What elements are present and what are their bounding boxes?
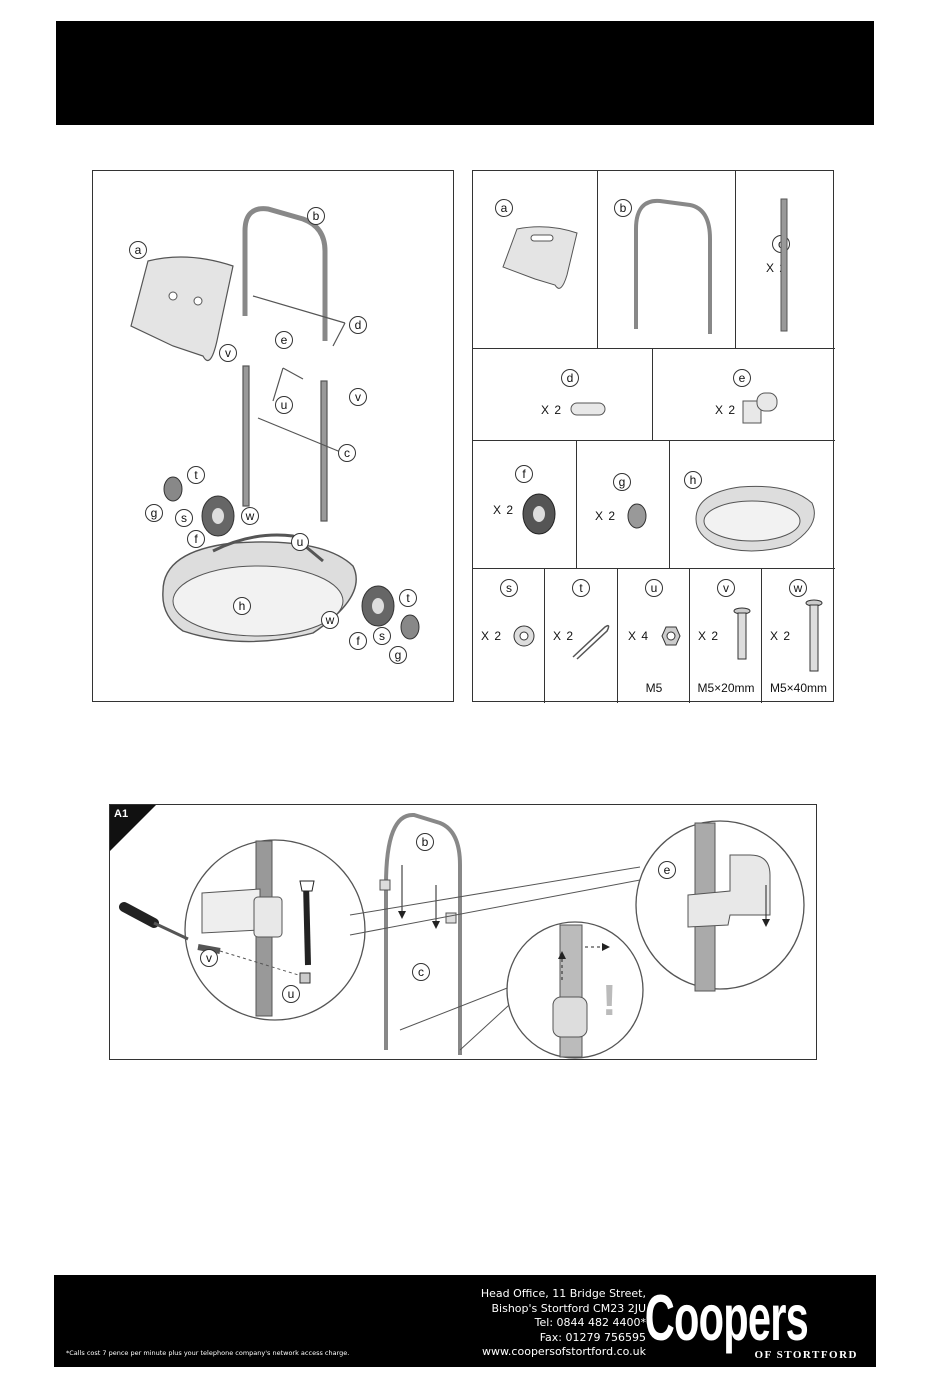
step-label-u: u xyxy=(282,985,300,1003)
pole-icon xyxy=(780,198,788,332)
part-cell-w: w X 2 M5×40mm xyxy=(762,569,835,703)
part-label-t: t xyxy=(572,579,590,597)
overview-label-t2: t xyxy=(399,589,417,607)
overview-label-b: b xyxy=(307,207,325,225)
overview-label-r: f xyxy=(349,632,367,650)
step-a1-panel: A1 ! xyxy=(109,804,817,1060)
step-label-e: e xyxy=(658,861,676,879)
address-line: Bishop's Stortford CM23 2JU xyxy=(491,1301,647,1315)
overview-label-d: d xyxy=(349,316,367,334)
part-label-f: f xyxy=(515,465,533,483)
part-qty-d: X 2 xyxy=(541,403,563,417)
part-size-v: M5×20mm xyxy=(697,681,755,695)
part-label-d: d xyxy=(561,369,579,387)
part-size-w: M5×40mm xyxy=(769,681,828,695)
backrest-shape xyxy=(130,256,234,361)
part-label-w: w xyxy=(789,579,807,597)
part-qty-t: X 2 xyxy=(553,629,575,643)
footer-address: Head Office, 11 Bridge Street, Bishop's … xyxy=(481,1287,646,1360)
handle-icon xyxy=(634,198,712,334)
part-label-h: h xyxy=(684,471,702,489)
call-cost-note: *Calls cost 7 pence per minute plus your… xyxy=(66,1349,350,1357)
wheel-icon xyxy=(522,493,556,535)
website-link[interactable]: www.coopersofstortford.co.uk xyxy=(481,1345,646,1358)
part-cell-h: h xyxy=(670,441,835,569)
step-label-c: c xyxy=(412,963,430,981)
part-label-u: u xyxy=(645,579,663,597)
step-tag: A1 xyxy=(114,808,129,820)
overview-label-f: f xyxy=(187,530,205,548)
step-tab xyxy=(110,805,156,851)
fax-line: Fax: 01279 756595 xyxy=(539,1330,646,1344)
washer-icon xyxy=(513,625,535,647)
nut-icon xyxy=(661,626,681,646)
part-cell-d: d X 2 xyxy=(473,349,653,441)
overview-label-w: w xyxy=(241,507,259,525)
overview-label-g2: g xyxy=(389,646,407,664)
header-bar xyxy=(56,21,874,125)
footer-bar: Head Office, 11 Bridge Street, Bishop's … xyxy=(54,1275,876,1367)
bracket-icon xyxy=(742,392,778,424)
overview-label-t: t xyxy=(187,466,205,484)
overview-label-v: v xyxy=(219,344,237,362)
coopers-logo: Coopers xyxy=(644,1282,809,1355)
exploded-view-illustration xyxy=(130,206,420,643)
overview-label-u2: u xyxy=(291,533,309,551)
part-cell-s: s X 2 xyxy=(473,569,545,703)
overview-label-a: a xyxy=(129,241,147,259)
part-qty-s: X 2 xyxy=(481,629,503,643)
part-cell-a: a xyxy=(473,171,598,349)
overview-label-e: e xyxy=(275,331,293,349)
overview-label-s2: s xyxy=(373,627,391,645)
address-line: Head Office, 11 Bridge Street, xyxy=(480,1287,646,1300)
part-cell-t: t X 2 xyxy=(545,569,618,703)
split-pin-icon xyxy=(572,624,610,660)
overview-label-g: g xyxy=(145,504,163,522)
hubcap-icon xyxy=(627,503,647,529)
part-label-g: g xyxy=(613,473,631,491)
overview-label-c: c xyxy=(338,444,356,462)
exploded-view-panel: a b d e v u v c t g s w f u h w t f s g xyxy=(92,170,454,702)
step-a1-illustration: ! xyxy=(119,813,805,1059)
overview-label-v2: v xyxy=(349,388,367,406)
svg-text:!: ! xyxy=(602,976,617,1025)
part-size-u: M5 xyxy=(645,681,663,695)
part-qty-f: X 2 xyxy=(493,503,515,517)
overview-label-h: h xyxy=(233,597,251,615)
part-qty-e: X 2 xyxy=(715,403,737,417)
part-label-s: s xyxy=(500,579,518,597)
short-bolt-icon xyxy=(733,607,751,660)
part-cell-c: c X 2 xyxy=(736,171,835,349)
clip-icon xyxy=(570,402,606,416)
part-cell-g: g X 2 xyxy=(577,441,670,569)
part-cell-v: v X 2 M5×20mm xyxy=(690,569,762,703)
part-qty-v: X 2 xyxy=(698,629,720,643)
part-label-a: a xyxy=(495,199,513,217)
step-label-b: b xyxy=(416,833,434,851)
part-label-v: v xyxy=(717,579,735,597)
part-cell-e: e X 2 xyxy=(653,349,835,441)
overview-label-s: s xyxy=(175,509,193,527)
part-cell-u: u X 4 M5 xyxy=(618,569,690,703)
step-label-v: v xyxy=(200,949,218,967)
part-cell-f: f X 2 xyxy=(473,441,577,569)
parts-list-panel: a b c X 2 d X 2 e X 2 f X 2 xyxy=(472,170,835,703)
phone-line: Tel: 0844 482 4400* xyxy=(534,1316,646,1329)
part-label-b: b xyxy=(614,199,632,217)
part-label-e: e xyxy=(733,369,751,387)
part-cell-b: b xyxy=(598,171,736,349)
overview-label-w2: w xyxy=(321,611,339,629)
part-qty-u: X 4 xyxy=(628,629,650,643)
part-qty-w: X 2 xyxy=(770,629,792,643)
backrest-icon xyxy=(502,226,578,289)
overview-label-u: u xyxy=(275,396,293,414)
long-bolt-icon xyxy=(805,599,823,672)
coopers-logo-subtitle: OF STORTFORD xyxy=(754,1349,858,1361)
base-icon xyxy=(695,485,815,552)
part-qty-g: X 2 xyxy=(595,509,617,523)
